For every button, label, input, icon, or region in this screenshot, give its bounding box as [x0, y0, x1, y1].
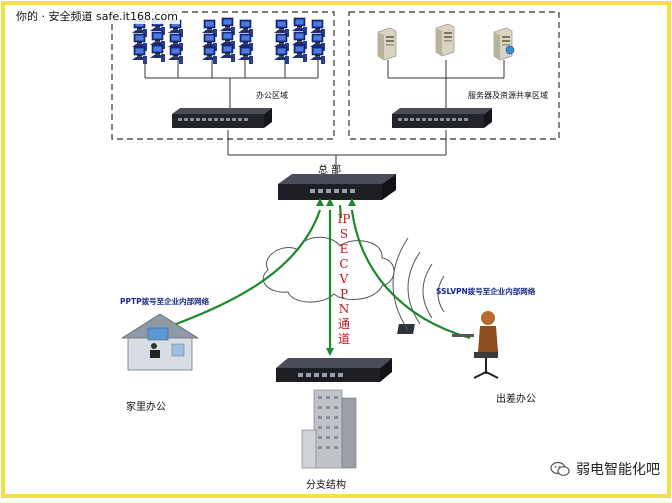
link-arrows	[316, 198, 356, 356]
server-area-region	[348, 11, 560, 140]
watermark: 你的 · 安全频道 safe.it168.com	[14, 8, 180, 24]
server-icon	[377, 23, 515, 61]
vpn-links	[175, 204, 471, 350]
account-name: 弱电智能化吧	[576, 462, 660, 478]
branch-label: 分支结构	[306, 480, 346, 491]
office-cabling	[144, 60, 319, 108]
switch-icon	[172, 108, 492, 128]
hq-label: 总 部	[318, 165, 342, 176]
tunnel-label: IPSECVPN通道	[337, 212, 351, 346]
server-area-label: 服务器及资源共享区域	[468, 91, 548, 100]
desktop-computer-icon	[131, 17, 326, 65]
house-icon	[120, 313, 200, 371]
server-cabling	[387, 60, 505, 108]
footer: 弱电智能化吧	[550, 459, 660, 479]
router-icon	[276, 358, 392, 382]
router-icon	[278, 174, 396, 200]
laptop-user-icon	[397, 311, 499, 379]
sslvpn-label: SSLVPN拨号至企业内部网络	[436, 287, 536, 296]
wechat-icon	[550, 461, 570, 476]
building-icon	[301, 389, 357, 469]
office-area-label: 办公区域	[256, 91, 288, 100]
wifi-signal-icon	[392, 237, 445, 331]
office-area-region	[111, 11, 335, 140]
home-office-label: 家里办公	[126, 402, 166, 413]
travel-office-label: 出差办公	[496, 394, 536, 405]
backbone-cabling	[227, 130, 447, 176]
pptp-label: PPTP拨号至企业内部网络	[120, 297, 210, 306]
